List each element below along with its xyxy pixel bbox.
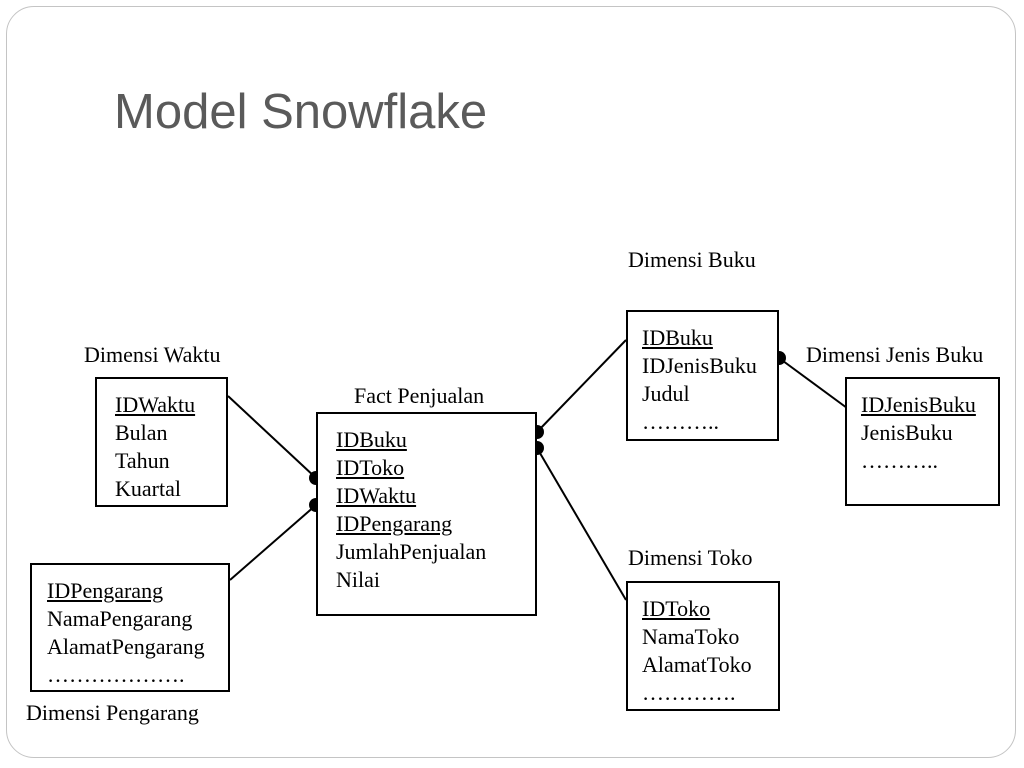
field-namapengarang: NamaPengarang (47, 606, 193, 631)
entity-caption-toko: Dimensi Toko (628, 545, 753, 570)
field-ellipsis: …………. (642, 680, 736, 705)
entity-caption-jenis: Dimensi Jenis Buku (806, 342, 984, 367)
field-idtoko: IDToko (336, 455, 405, 480)
field-idpengarang: IDPengarang (47, 578, 164, 603)
link-fact-toko (536, 447, 627, 601)
entity-caption-pengarang: Dimensi Pengarang (26, 700, 199, 725)
field-idpengarang: IDPengarang (336, 511, 453, 536)
entity-box-buku: IDBuku IDJenisBuku Judul ……….. (626, 310, 779, 441)
field-idjenisbuku: IDJenisBuku (642, 353, 757, 378)
entity-box-jenis: IDJenisBuku JenisBuku ……….. (845, 377, 1000, 506)
field-jenisbuku: JenisBuku (861, 420, 953, 445)
entity-box-toko: IDToko NamaToko AlamatToko …………. (626, 581, 780, 711)
slide-title: Model Snowflake (114, 85, 488, 139)
field-judul: Judul (642, 381, 690, 406)
entity-box-pengarang: IDPengarang NamaPengarang AlamatPengaran… (30, 563, 230, 692)
link-buku-jenis (778, 357, 848, 409)
field-idwaktu: IDWaktu (336, 483, 417, 508)
field-alamatpengarang: AlamatPengarang (47, 634, 205, 659)
entity-caption-fact: Fact Penjualan (354, 383, 485, 408)
entity-box-waktu: IDWaktu Bulan Tahun Kuartal (95, 377, 228, 507)
link-fact-buku (536, 339, 627, 433)
field-idjenisbuku: IDJenisBuku (861, 392, 976, 417)
field-idbuku: IDBuku (642, 325, 713, 350)
field-idwaktu: IDWaktu (115, 392, 196, 417)
field-kuartal: Kuartal (115, 476, 181, 501)
entity-caption-waktu: Dimensi Waktu (84, 342, 221, 367)
field-ellipsis: ……….. (642, 409, 719, 434)
field-jumlahpenjualan: JumlahPenjualan (336, 539, 487, 564)
field-nilai: Nilai (336, 567, 380, 592)
field-ellipsis: ………………. (47, 662, 185, 687)
field-alamattoko: AlamatToko (642, 652, 752, 677)
link-pengarang-fact (229, 504, 317, 581)
field-idbuku: IDBuku (336, 427, 407, 452)
field-ellipsis: ……….. (861, 448, 938, 473)
link-waktu-fact (227, 395, 317, 479)
entity-caption-buku: Dimensi Buku (628, 247, 756, 272)
entity-box-fact: IDBuku IDToko IDWaktu IDPengarang Jumlah… (316, 412, 537, 616)
field-tahun: Tahun (115, 448, 170, 473)
field-bulan: Bulan (115, 420, 168, 445)
field-idtoko: IDToko (642, 596, 711, 621)
field-namatoko: NamaToko (642, 624, 740, 649)
